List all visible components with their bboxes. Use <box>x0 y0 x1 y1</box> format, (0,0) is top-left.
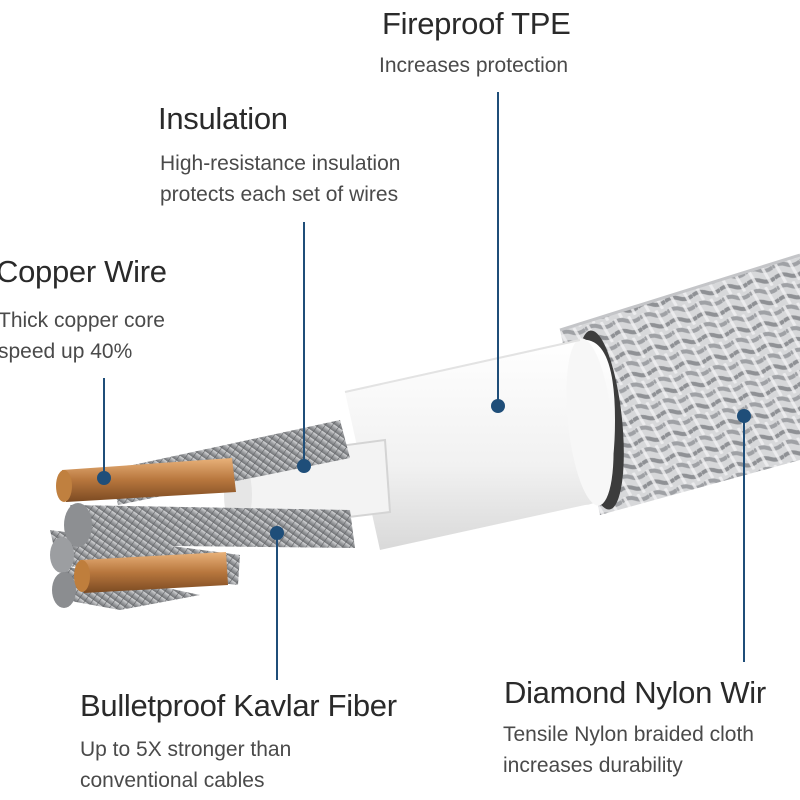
kevlar-description: Up to 5X stronger than conventional cabl… <box>80 738 292 792</box>
tpe-jacket <box>344 338 615 550</box>
fireproof-description: Increases protection <box>379 54 569 77</box>
copper-title: Copper Wire <box>0 254 167 289</box>
dot-kevlar <box>270 526 284 540</box>
nylon-title: Diamond Nylon Wir <box>504 675 766 710</box>
copper-conductors <box>56 458 236 593</box>
kevlar-title: Bulletproof Kavlar Fiber <box>80 688 397 723</box>
fireproof-title: Fireproof TPE <box>382 6 571 41</box>
leader-lines <box>103 92 745 680</box>
dot-nylon <box>737 409 751 423</box>
copper-description: Thick copper core speed up 40% <box>0 309 165 363</box>
insulation-description: High-resistance insulation protects each… <box>160 152 401 206</box>
dot-copper <box>97 471 111 485</box>
insulation-title: Insulation <box>158 101 288 136</box>
dot-fireproof <box>491 399 505 413</box>
leader-dots <box>97 399 751 540</box>
dot-insulation <box>297 459 311 473</box>
nylon-description: Tensile Nylon braided cloth increases du… <box>503 723 754 777</box>
